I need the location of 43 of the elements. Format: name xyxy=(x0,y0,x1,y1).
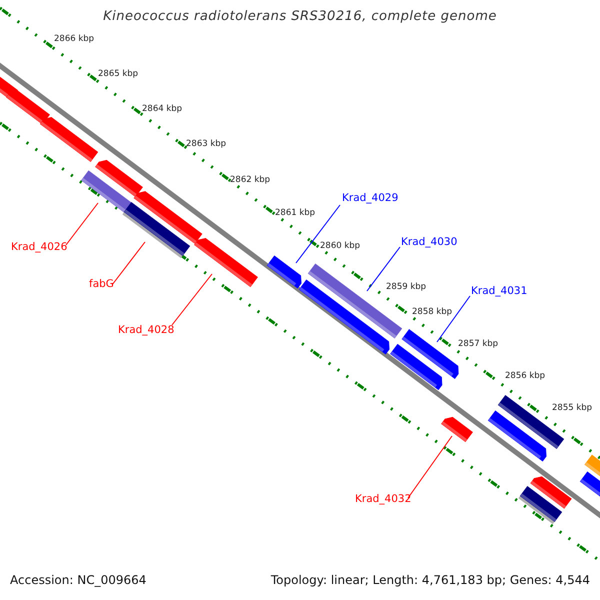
footer-text: Accession: NC_009664 xyxy=(10,573,146,587)
gene-bar xyxy=(402,329,459,379)
leader-line xyxy=(172,274,212,326)
leader-line xyxy=(366,246,400,292)
scale-label: 2865 kbp xyxy=(98,69,138,79)
gene-bar xyxy=(266,256,302,288)
leader-line xyxy=(112,242,146,286)
gene-bar xyxy=(488,410,546,462)
gene-bar xyxy=(194,238,258,288)
scale-label: 2860 kbp xyxy=(320,241,360,251)
scale-label: 2858 kbp xyxy=(412,307,452,317)
gene-label: Krad_4030 xyxy=(401,236,458,248)
leader-line xyxy=(436,296,470,342)
gene-bar xyxy=(81,170,133,214)
scale-label: 2862 kbp xyxy=(230,175,270,185)
leader-line xyxy=(296,204,340,264)
scale-label: 2866 kbp xyxy=(54,34,94,44)
footer-text: Topology: linear; Length: 4,761,183 bp; Genes: 4,544 xyxy=(270,573,590,587)
scale-label: 2864 kbp xyxy=(142,104,182,114)
gene-bar xyxy=(441,416,473,442)
scale-label: 2863 kbp xyxy=(186,139,226,149)
gene-bar xyxy=(95,160,143,198)
gene-label: Krad_4026 xyxy=(11,241,68,253)
leader-line xyxy=(408,436,452,498)
gene-bar xyxy=(40,117,98,162)
leader-line xyxy=(66,202,98,246)
gene-label: Krad_4029 xyxy=(342,192,398,204)
gene-bar xyxy=(6,90,50,125)
gene-label: Krad_4028 xyxy=(118,324,174,336)
gene-bar xyxy=(530,476,572,509)
scale-label: 2856 kbp xyxy=(505,371,546,381)
gene-label: fabG xyxy=(89,278,114,290)
gene-label: Krad_4032 xyxy=(355,493,412,505)
scale-label: 2857 kbp xyxy=(458,339,498,349)
gene-bar xyxy=(134,191,202,244)
diagram-title: Kineococcus radiotolerans SRS30216, complete genome xyxy=(102,9,498,24)
gene-bar xyxy=(518,486,562,524)
gene-bar xyxy=(580,472,600,498)
scale-label: 2855 kbp xyxy=(552,403,592,413)
scale-label: 2861 kbp xyxy=(275,208,316,218)
scale-label: 2859 kbp xyxy=(386,282,426,292)
gene-label: Krad_4031 xyxy=(471,285,528,297)
gene-bar xyxy=(390,344,442,390)
